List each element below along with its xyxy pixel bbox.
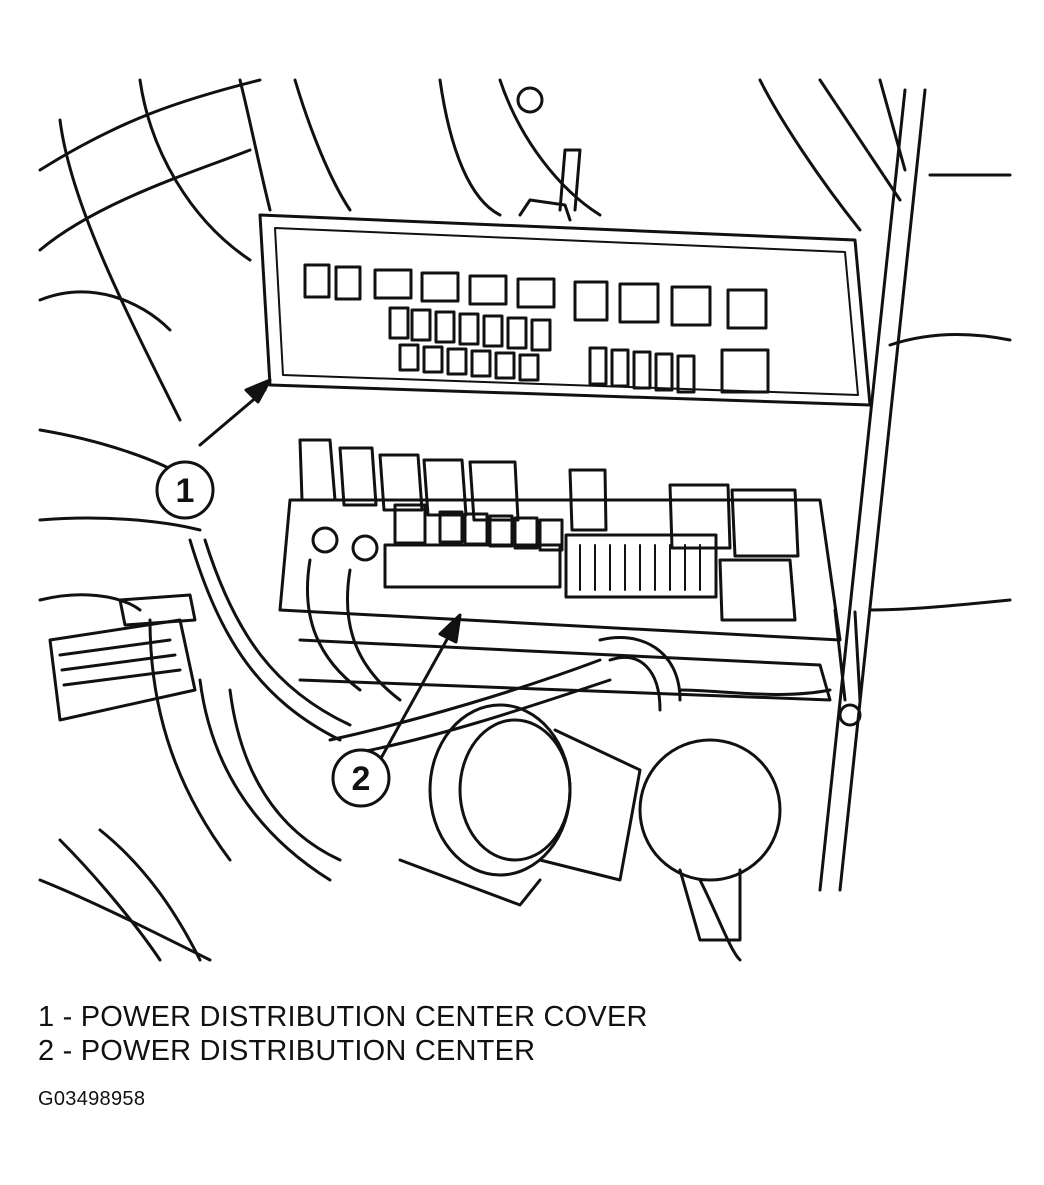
engine-bay-background [38, 78, 1012, 962]
legend-separator: - [62, 1001, 73, 1033]
connectors [48, 593, 862, 942]
legend-item-1-number: 1 [38, 1001, 55, 1033]
line-illustration: 1 2 [38, 78, 1012, 962]
leader-line-2 [378, 623, 457, 762]
callout-1: 1 [155, 460, 215, 520]
leader-arrows [198, 378, 462, 762]
legend-item-2-label: POWER DISTRIBUTION CENTER [80, 1035, 536, 1067]
wiring-harness [148, 538, 832, 882]
callout-2: 2 [331, 748, 391, 808]
legend-separator: - [62, 1035, 73, 1067]
legend-item-2: 2 - POWER DISTRIBUTION CENTER [38, 1034, 648, 1068]
legend-item-1-label: POWER DISTRIBUTION CENTER COVER [80, 1001, 648, 1033]
legend: 1 - POWER DISTRIBUTION CENTER COVER 2 - … [38, 1000, 648, 1068]
callout-2-number: 2 [352, 760, 371, 798]
callout-1-number: 1 [176, 472, 195, 510]
arrowhead-1 [244, 378, 272, 404]
figure-id: G03498958 [38, 1088, 146, 1110]
arrowhead-2 [438, 613, 462, 644]
legend-item-1: 1 - POWER DISTRIBUTION CENTER COVER [38, 1000, 648, 1034]
legend-item-2-number: 2 [38, 1035, 55, 1067]
pdc-cover [258, 198, 872, 407]
pdc-body [278, 438, 842, 702]
